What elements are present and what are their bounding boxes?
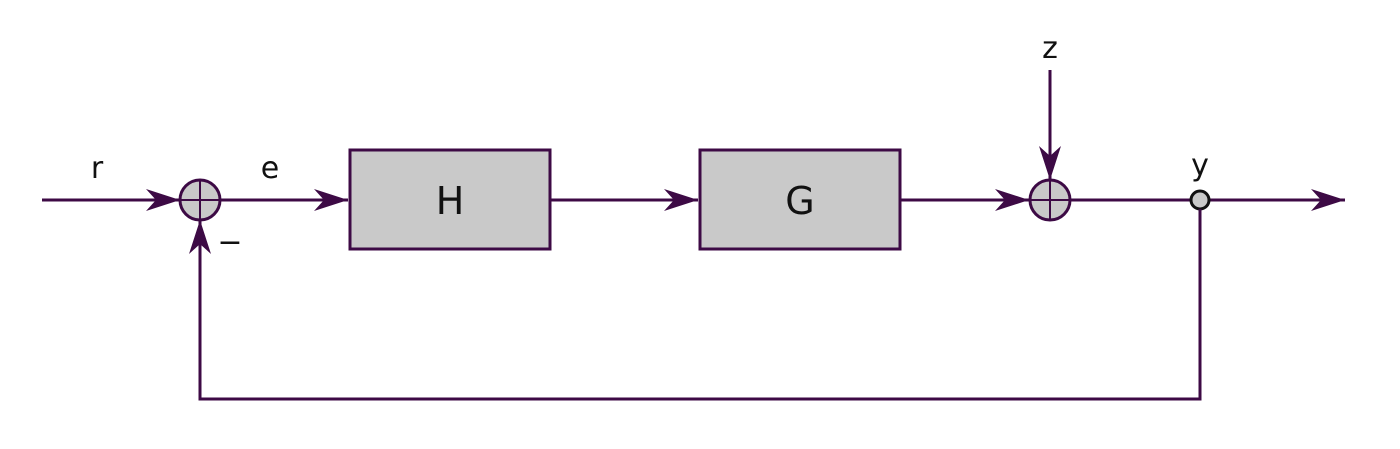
disturbance-arrowhead [1039, 146, 1061, 180]
h-to-g-arrowhead [664, 189, 698, 211]
signal-label-r: r [91, 151, 104, 186]
summing-junction-1 [178, 178, 222, 222]
output-arrowhead [1311, 189, 1345, 211]
feedback-path [198, 209, 1202, 401]
summing-junction-2 [1028, 178, 1072, 222]
signal-label-y: y [1191, 148, 1209, 183]
controller-block-label: H [436, 179, 465, 223]
controller-block-h: H [348, 148, 552, 251]
g-to-sum-arrowhead [995, 189, 1029, 211]
plant-block-g: G [698, 148, 902, 251]
signal-label-e: e [261, 151, 279, 186]
plant-block-rect [698, 148, 902, 251]
input-arrowhead [146, 189, 180, 211]
feedback-arrowhead [189, 220, 211, 254]
signal-label-z: z [1042, 31, 1058, 66]
output-pickoff-node [1189, 189, 1211, 211]
feedback-minus-sign: − [217, 225, 242, 260]
plant-block-label: G [785, 179, 814, 223]
error-arrowhead [314, 189, 348, 211]
